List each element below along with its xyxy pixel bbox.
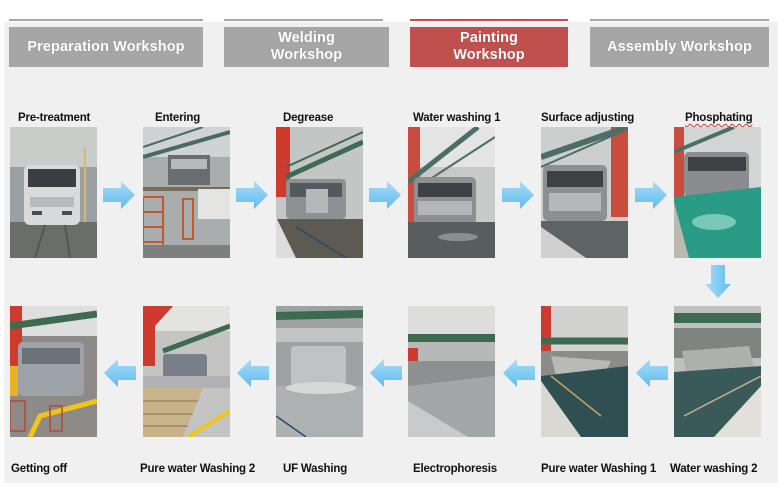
- step-label: Pure water Washing 1: [541, 463, 657, 475]
- tab-divider-line: [224, 19, 383, 21]
- bus-phosphating-photo: [674, 127, 761, 258]
- bus-entering-photo: [143, 127, 230, 258]
- tab-painting-workshop[interactable]: Painting Workshop: [410, 27, 568, 67]
- step-label: Surface adjusting: [541, 112, 635, 124]
- tab-preparation-workshop[interactable]: Preparation Workshop: [9, 27, 203, 67]
- bus-water-washing-photo: [674, 306, 761, 437]
- arrow-right-icon: [236, 181, 268, 209]
- step-label: Getting off: [11, 463, 67, 475]
- bus-surface-adjusting-photo: [541, 127, 628, 258]
- step-label: Entering: [155, 112, 201, 124]
- arrow-right-icon: [369, 181, 401, 209]
- arrow-left-icon: [503, 359, 535, 387]
- tab-divider-line-active: [410, 19, 568, 21]
- arrow-left-icon: [104, 359, 136, 387]
- arrow-right-icon: [103, 181, 135, 209]
- arrow-right-icon: [635, 181, 667, 209]
- bus-electrophoresis-photo: [408, 306, 495, 437]
- step-label: Water washing 2: [670, 463, 758, 475]
- step-label: Pre-treatment: [18, 112, 91, 124]
- arrow-left-icon: [237, 359, 269, 387]
- bus-water-washing-photo: [408, 127, 495, 258]
- arrow-right-icon: [502, 181, 534, 209]
- step-label: Degrease: [283, 112, 334, 124]
- tab-divider-line: [590, 19, 769, 21]
- step-label: Electrophoresis: [413, 463, 497, 475]
- step-label: Phosphating: [685, 112, 753, 124]
- arrow-left-icon: [370, 359, 402, 387]
- process-panel: [4, 22, 778, 483]
- step-label: Pure water Washing 2: [140, 463, 256, 475]
- step-label: UF Washing: [283, 463, 348, 475]
- bus-uf-washing-photo: [276, 306, 363, 437]
- tab-welding-workshop[interactable]: Welding Workshop: [224, 27, 389, 67]
- tab-divider-line: [9, 19, 203, 21]
- tab-assembly-workshop[interactable]: Assembly Workshop: [590, 27, 769, 67]
- step-label: Water washing 1: [413, 112, 501, 124]
- arrow-down-icon: [705, 265, 731, 298]
- arrow-left-icon: [636, 359, 668, 387]
- bus-pure-water-photo: [541, 306, 628, 437]
- bus-pure-water-photo: [143, 306, 230, 437]
- bus-degrease-photo: [276, 127, 363, 258]
- bus-pretreatment-photo: [10, 127, 97, 258]
- bus-getting-off-photo: [10, 306, 97, 437]
